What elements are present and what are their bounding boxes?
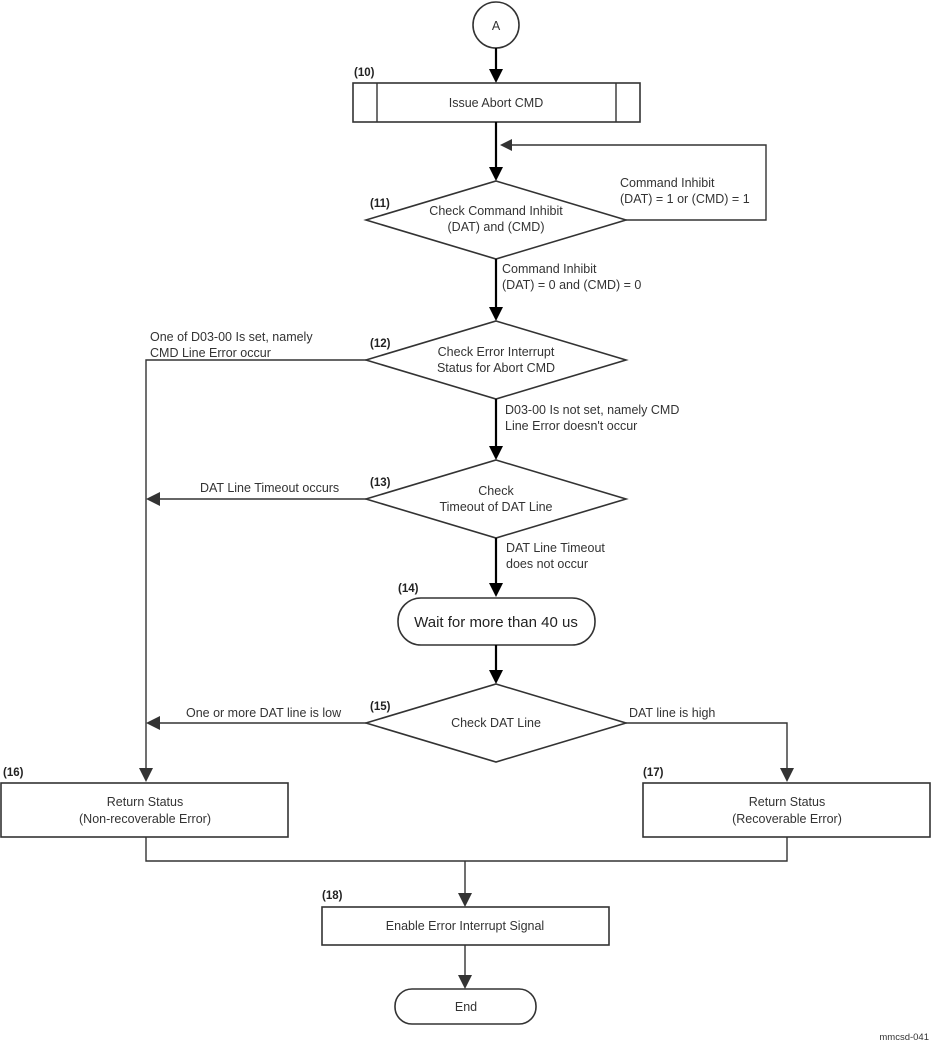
edge-label-dat-low: One or more DAT line is low [186, 706, 342, 720]
svg-text:Command Inhibit: Command Inhibit [502, 262, 597, 276]
step-number: (15) [370, 701, 391, 713]
arrowhead [489, 670, 503, 684]
svg-text:(DAT) = 0 and (CMD) = 0: (DAT) = 0 and (CMD) = 0 [502, 278, 641, 292]
step-15-check-dat-line: (15) Check DAT Line [363, 683, 629, 763]
edge-label-inhibit-set: Command Inhibit (DAT) = 1 or (CMD) = 1 [620, 176, 750, 206]
end-terminal: End [394, 988, 537, 1025]
figure-id: mmcsd-041 [879, 1032, 929, 1043]
process-box [642, 782, 931, 838]
arrowhead [500, 139, 512, 151]
arrowhead [146, 492, 160, 506]
edge-label-inhibit-clear: Command Inhibit (DAT) = 0 and (CMD) = 0 [502, 262, 641, 292]
svg-text:CMD Line Error occur: CMD Line Error occur [150, 346, 271, 360]
decision-diamond [363, 683, 629, 763]
step-text-line-2: Timeout of DAT Line [439, 500, 552, 514]
step-text: Enable Error Interrupt Signal [386, 919, 544, 933]
edge-label-timeout-not: DAT Line Timeout does not occur [506, 541, 605, 571]
svg-text:D03-00 Is not set, namely CMD: D03-00 Is not set, namely CMD [505, 403, 679, 417]
step-10-issue-abort-cmd: (10) Issue Abort CMD [352, 67, 641, 123]
step-text: Issue Abort CMD [449, 96, 543, 110]
step-12-check-error-interrupt-status: (12) Check Error Interrupt Status for Ab… [363, 320, 629, 400]
end-label: End [455, 1000, 477, 1014]
edge-11-loop-back [512, 144, 767, 221]
arrowhead [780, 768, 794, 782]
step-14-wait: (14) Wait for more than 40 us [397, 583, 596, 646]
step-11-check-command-inhibit: (11) Check Command Inhibit (DAT) and (CM… [363, 180, 629, 260]
step-number: (17) [643, 767, 664, 779]
svg-text:Line Error doesn't occur: Line Error doesn't occur [505, 419, 637, 433]
svg-text:does not occur: does not occur [506, 557, 588, 571]
edge-12-to-16 [145, 359, 366, 768]
edge-label-timeout-occurs: DAT Line Timeout occurs [200, 481, 339, 495]
step-number: (11) [370, 198, 390, 210]
edge-label-error-set: One of D03-00 Is set, namely CMD Line Er… [150, 330, 313, 360]
arrowhead [458, 893, 472, 907]
arrowhead [489, 167, 503, 181]
step-text-line-2: (DAT) and (CMD) [448, 220, 545, 234]
edge-label-dat-high: DAT line is high [629, 706, 715, 720]
arrowhead [489, 69, 503, 83]
decision-diamond [363, 459, 629, 539]
connector-label: A [492, 19, 501, 33]
step-number: (16) [3, 767, 24, 779]
arrowhead [458, 975, 472, 989]
svg-text:Command Inhibit: Command Inhibit [620, 176, 715, 190]
step-text-line-2: (Recoverable Error) [732, 812, 842, 826]
edge-15-to-17 [626, 722, 788, 768]
terminal-box [394, 988, 537, 1025]
svg-text:One of D03-00 Is set, namely: One of D03-00 Is set, namely [150, 330, 313, 344]
arrowhead [139, 768, 153, 782]
step-number: (18) [322, 890, 343, 902]
step-text-line-2: Status for Abort CMD [437, 361, 555, 375]
step-text-line-2: (Non-recoverable Error) [79, 812, 211, 826]
process-box [0, 782, 289, 838]
edge-merge-16-17 [145, 837, 788, 862]
edge-label-error-not-set: D03-00 Is not set, namely CMD Line Error… [505, 403, 679, 433]
process-box [352, 82, 641, 123]
arrowhead [146, 716, 160, 730]
decision-diamond [363, 320, 629, 400]
step-18-enable-error-interrupt: (18) Enable Error Interrupt Signal [321, 890, 610, 946]
step-text-line-1: Check [478, 484, 514, 498]
svg-text:(DAT) = 1 or (CMD) = 1: (DAT) = 1 or (CMD) = 1 [620, 192, 750, 206]
step-number: (12) [370, 338, 391, 350]
step-number: (13) [370, 477, 391, 489]
step-text: Wait for more than 40 us [414, 614, 578, 631]
step-text-line-1: Return Status [107, 795, 183, 809]
step-text: Check DAT Line [451, 716, 541, 730]
step-13-check-timeout: (13) Check Timeout of DAT Line [363, 459, 629, 539]
connector-a: A [472, 1, 520, 49]
step-number: (14) [398, 583, 419, 595]
arrowhead [489, 307, 503, 321]
svg-text:DAT Line Timeout: DAT Line Timeout [506, 541, 605, 555]
arrowhead [489, 446, 503, 460]
step-text-line-1: Check Error Interrupt [438, 345, 555, 359]
step-text-line-1: Return Status [749, 795, 825, 809]
step-16-return-non-recoverable: (16) Return Status (Non-recoverable Erro… [0, 767, 289, 838]
step-17-return-recoverable: (17) Return Status (Recoverable Error) [642, 767, 931, 838]
step-number: (10) [354, 67, 375, 79]
step-text-line-1: Check Command Inhibit [429, 204, 563, 218]
arrowhead [489, 583, 503, 597]
